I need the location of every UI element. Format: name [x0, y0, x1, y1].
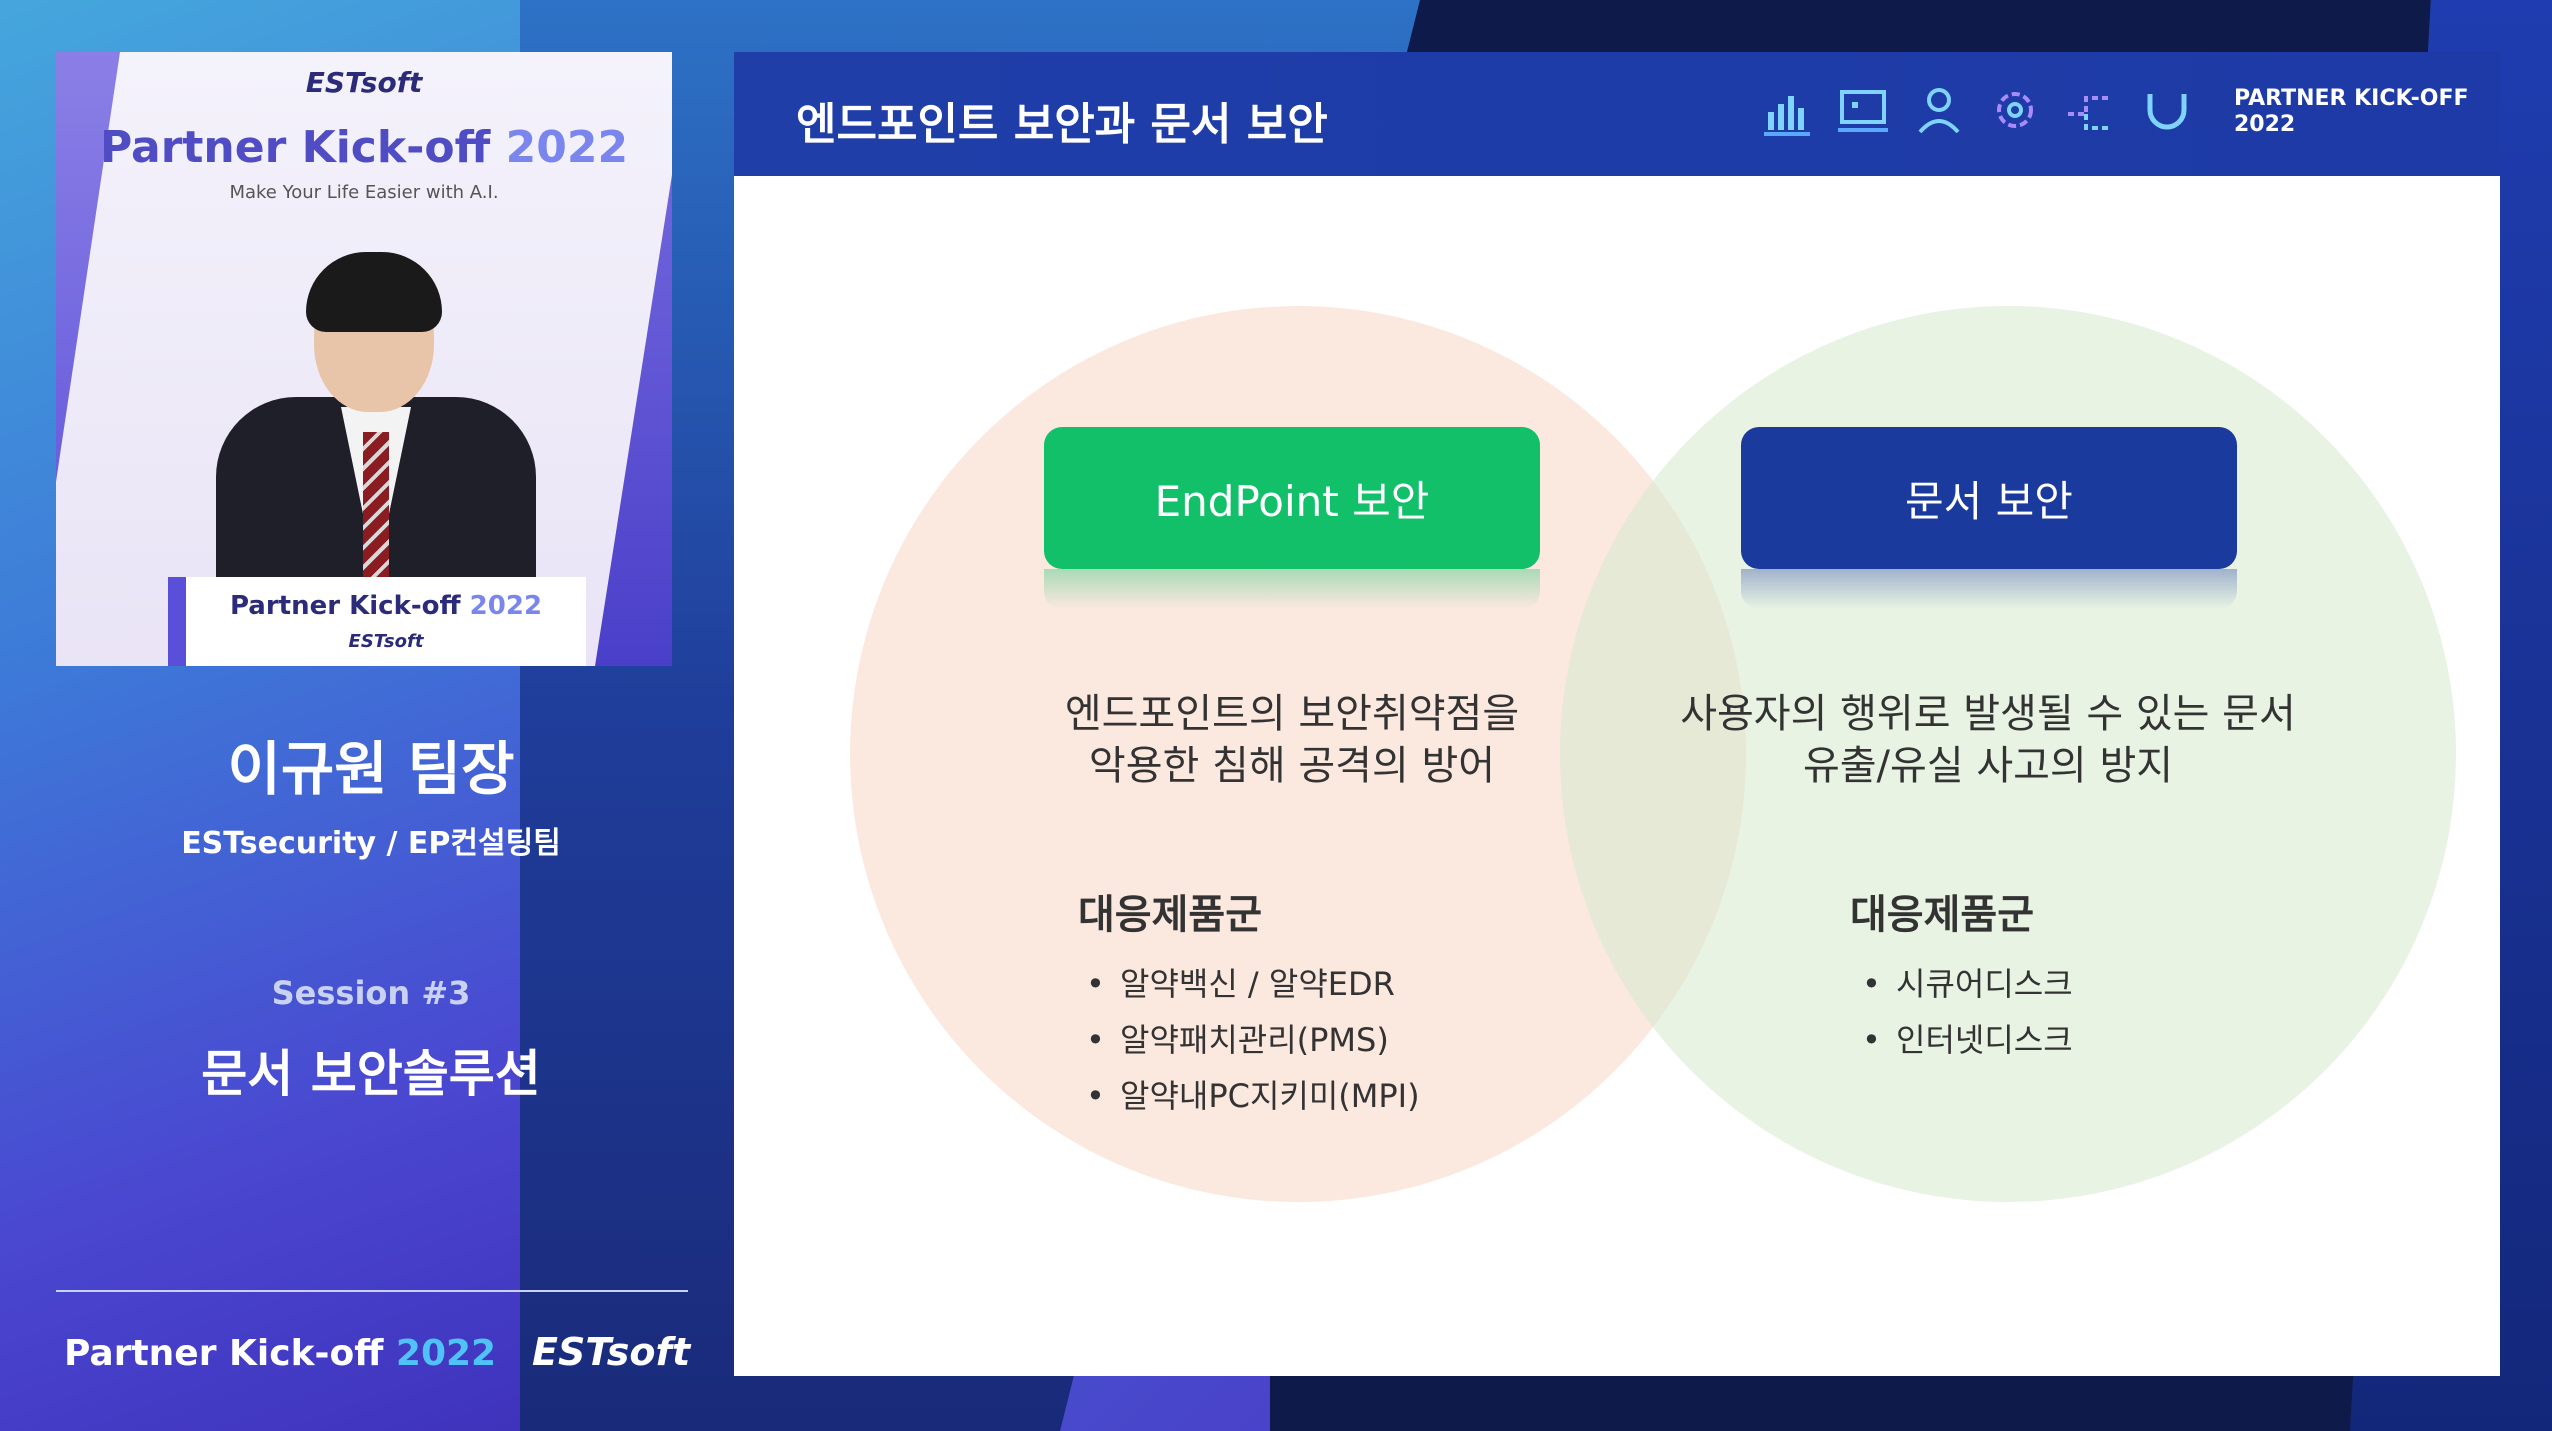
speaker-hair — [306, 252, 442, 332]
speaker-name: 이규원 팀장 — [227, 735, 515, 803]
endpoint-products-heading: 대응제품군 — [1078, 892, 1262, 938]
speaker-tie — [363, 432, 389, 582]
video-brand-logo: ESTsoft — [305, 66, 423, 99]
document-description-line1: 사용자의 행위로 발생될 수 있는 문서 — [1680, 691, 2296, 737]
header-brand: PARTNER KICK-OFF 2022 — [2234, 86, 2484, 138]
session-title: 문서 보안솔루션 — [201, 1045, 541, 1103]
endpoint-description: 엔드포인트의 보안취약점을 악용한 침해 공격의 방어 — [942, 688, 1642, 792]
list-item: 알약내PC지키미(MPI) — [1086, 1068, 1420, 1124]
podium-title: Partner Kick-off 2022 — [229, 591, 543, 621]
header-brand-line1: PARTNER KICK-OFF — [2234, 86, 2469, 111]
document-products-list: 시큐어디스크 인터넷디스크 — [1862, 956, 2073, 1068]
slide-header: 엔드포인트 보안과 문서 보안 — [734, 52, 2500, 176]
footer-event-title: Partner Kick-off 2022 — [64, 1333, 497, 1374]
speaker-org: ESTsecurity / EP컨설팅팀 — [181, 826, 561, 861]
endpoint-description-line1: 엔드포인트의 보안취약점을 — [1064, 691, 1520, 737]
footer-brand-logo: ESTsoft — [532, 1330, 691, 1374]
podium-logo: ESTsoft — [348, 631, 424, 652]
list-item: 시큐어디스크 — [1862, 956, 2073, 1012]
session-label: Session #3 — [271, 974, 471, 1012]
bar-chart-icon — [1764, 96, 1810, 136]
monitor-icon — [1838, 90, 1888, 132]
network-icon — [2068, 96, 2110, 130]
pill-shadow-left — [1044, 569, 1540, 609]
list-item: 인터넷디스크 — [1862, 1012, 2073, 1068]
document-products-heading: 대응제품군 — [1850, 892, 2034, 938]
document-description: 사용자의 행위로 발생될 수 있는 문서 유출/유실 사고의 방지 — [1638, 688, 2338, 792]
presentation-slide: 엔드포인트 보안과 문서 보안 — [734, 52, 2500, 1376]
speaker-video: ESTsoft Partner Kick-off 2022 Make Your … — [56, 52, 672, 666]
header-brand-line2: 2022 — [2234, 112, 2296, 137]
document-security-label: 문서 보안 — [1741, 427, 2237, 569]
gear-icon — [1997, 92, 2033, 128]
user-icon — [1918, 88, 1960, 134]
header-icons — [1758, 80, 2196, 140]
slide-title: 엔드포인트 보안과 문서 보안 — [796, 99, 1328, 150]
footer-divider — [56, 1290, 688, 1292]
video-event-title: Partner Kick-off 2022 — [99, 122, 629, 173]
pill-shadow-right — [1741, 569, 2237, 609]
video-tagline: Make Your Life Easier with A.I. — [229, 182, 499, 203]
list-item: 알약패치관리(PMS) — [1086, 1012, 1420, 1068]
endpoint-products-list: 알약백신 / 알약EDR 알약패치관리(PMS) 알약내PC지키미(MPI) — [1086, 956, 1420, 1124]
document-description-line2: 유출/유실 사고의 방지 — [1802, 743, 2174, 789]
endpoint-security-label: EndPoint 보안 — [1044, 427, 1540, 569]
podium: Partner Kick-off 2022 ESTsoft — [168, 577, 586, 666]
magnet-icon — [2147, 94, 2187, 130]
list-item: 알약백신 / 알약EDR — [1086, 956, 1420, 1012]
endpoint-description-line2: 악용한 침해 공격의 방어 — [1088, 743, 1496, 789]
